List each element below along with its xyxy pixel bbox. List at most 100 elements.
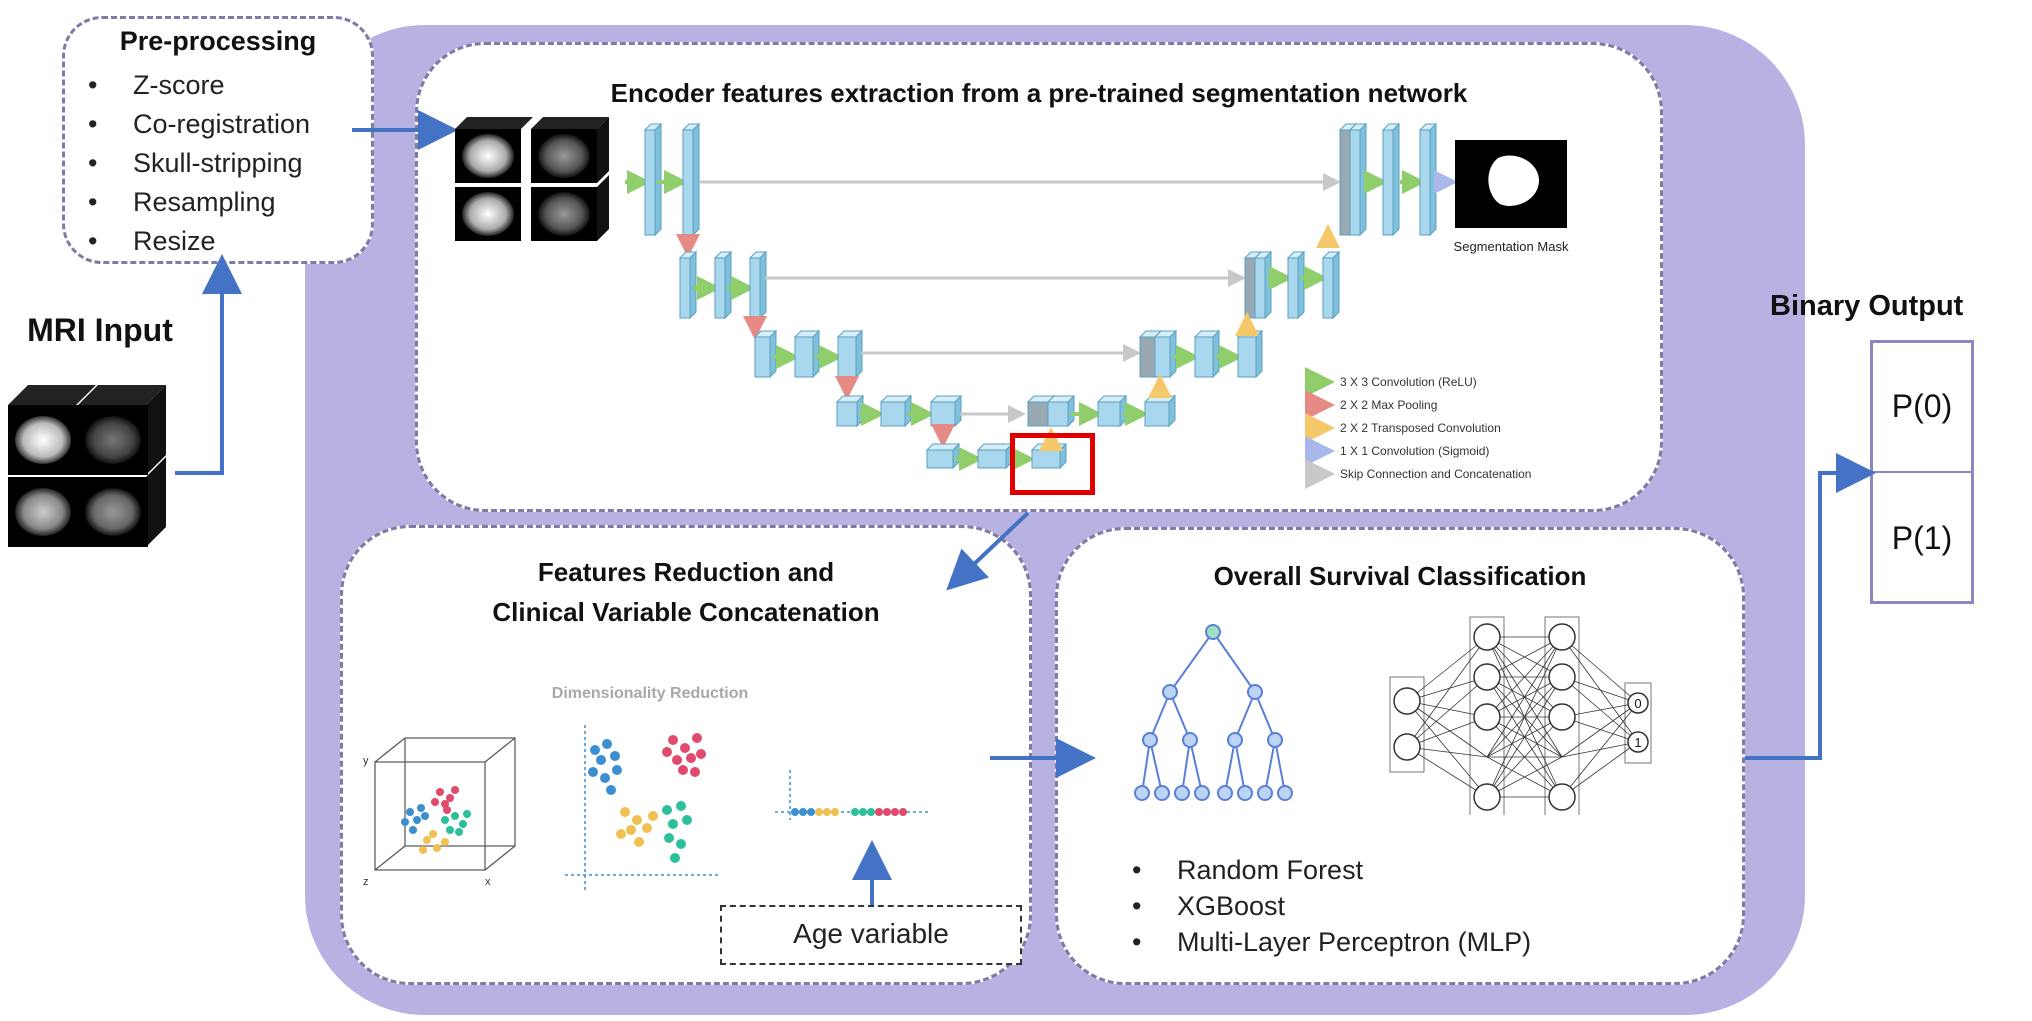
tree-node xyxy=(1174,785,1190,801)
legend-label: 2 X 2 Transposed Convolution xyxy=(1340,421,1501,435)
cluster-point xyxy=(680,743,690,753)
cluster-point xyxy=(423,836,431,844)
age-variable-label: Age variable xyxy=(793,918,949,949)
unet-block xyxy=(748,250,768,320)
unet-block xyxy=(793,329,821,379)
tree-node xyxy=(1227,732,1243,748)
cluster-point xyxy=(433,844,441,852)
cluster-point xyxy=(831,808,839,816)
arrow-mri-to-preprocessing xyxy=(175,254,242,475)
cluster-point xyxy=(451,812,459,820)
segmentation-mask-shape xyxy=(1488,155,1540,206)
cluster-point xyxy=(446,826,454,834)
cluster-point xyxy=(696,749,706,759)
unet-block xyxy=(879,394,913,428)
axis-x-label: x xyxy=(485,876,491,888)
tree-node xyxy=(1194,785,1210,801)
unet-block xyxy=(1348,122,1368,237)
mlp-hidden-node xyxy=(1473,783,1501,811)
mlp-hidden-node xyxy=(1548,783,1576,811)
2d-plot-axes xyxy=(565,725,720,890)
tree-node xyxy=(1277,785,1293,801)
legend-label: Skip Connection and Concatenation xyxy=(1340,467,1531,481)
tree-node xyxy=(1154,785,1170,801)
cluster-point xyxy=(588,767,598,777)
tree-node xyxy=(1247,684,1263,700)
cluster-point xyxy=(672,755,682,765)
bottleneck-highlight xyxy=(1010,433,1095,495)
tree-edge xyxy=(1169,631,1214,693)
classification-method: XGBoost xyxy=(1132,888,1531,924)
unet-block xyxy=(1046,394,1076,428)
mri-cube xyxy=(8,385,96,475)
classification-method: Multi-Layer Perceptron (MLP) xyxy=(1132,924,1531,960)
tree-node xyxy=(1134,785,1150,801)
cluster-point xyxy=(799,808,807,816)
legend-label: 1 X 1 Convolution (Sigmoid) xyxy=(1340,444,1489,458)
cluster-point xyxy=(678,765,688,775)
tree-edge xyxy=(1149,691,1171,741)
mlp-output-label: 1 xyxy=(1634,735,1641,750)
cluster-point xyxy=(463,810,471,818)
mlp-output-node xyxy=(1627,731,1649,753)
tree-edge xyxy=(1149,739,1163,794)
cluster-point xyxy=(616,829,626,839)
cluster-point xyxy=(446,794,454,802)
encoder-input-images xyxy=(455,117,609,241)
cluster-point xyxy=(662,747,672,757)
segmentation-mask-label: Segmentation Mask xyxy=(1454,239,1569,254)
cluster-point xyxy=(867,808,875,816)
cluster-point xyxy=(875,808,883,816)
tree-node xyxy=(1162,684,1178,700)
cluster-point xyxy=(455,828,463,836)
classification-method: Random Forest xyxy=(1132,852,1531,888)
unet-block xyxy=(929,394,963,428)
tree-edge xyxy=(1181,739,1191,794)
tree-edge xyxy=(1189,739,1203,794)
tree-edge xyxy=(1212,631,1256,693)
mri-cube xyxy=(8,477,78,547)
cluster-point xyxy=(642,823,652,833)
cluster-point xyxy=(891,808,899,816)
cluster-point xyxy=(676,839,686,849)
cluster-point xyxy=(596,755,606,765)
cluster-point xyxy=(409,826,417,834)
unet-block xyxy=(836,329,864,379)
cluster-point xyxy=(443,806,451,814)
tree-node xyxy=(1217,785,1233,801)
tree-node xyxy=(1257,785,1273,801)
tree-edge xyxy=(1224,739,1236,794)
tree-node xyxy=(1142,732,1158,748)
preprocessing-step: Skull-stripping xyxy=(88,144,310,183)
cluster-point xyxy=(431,798,439,806)
preprocessing-step: Resize xyxy=(88,222,310,261)
cluster-point xyxy=(590,745,600,755)
unet-block xyxy=(753,329,778,379)
tree-edge xyxy=(1274,739,1286,794)
mri-input-stack xyxy=(8,385,166,547)
unet-block xyxy=(1096,394,1128,428)
legend-label: 2 X 2 Max Pooling xyxy=(1340,398,1437,412)
dimensionality-reduction-label: Dimensionality Reduction xyxy=(551,685,749,702)
preprocessing-title: Pre-processing xyxy=(119,26,317,56)
classification-title: Overall Survival Classification xyxy=(1213,561,1587,591)
cluster-point xyxy=(612,765,622,775)
cluster-point xyxy=(406,808,414,816)
cluster-point xyxy=(899,808,907,816)
mlp-input-node xyxy=(1393,733,1421,761)
cluster-point xyxy=(451,786,459,794)
cluster-point xyxy=(626,825,636,835)
cluster-point xyxy=(634,837,644,847)
axis-z-label: z xyxy=(363,876,369,888)
arrow-encoder-to-reduction xyxy=(946,511,1030,591)
output-p0: P(0) xyxy=(1891,388,1953,424)
mlp-hidden-node xyxy=(1473,623,1501,651)
cluster-point xyxy=(417,804,425,812)
cluster-point xyxy=(441,816,449,824)
unet-block xyxy=(643,122,663,237)
cluster-point xyxy=(692,733,702,743)
cluster-point xyxy=(668,819,678,829)
